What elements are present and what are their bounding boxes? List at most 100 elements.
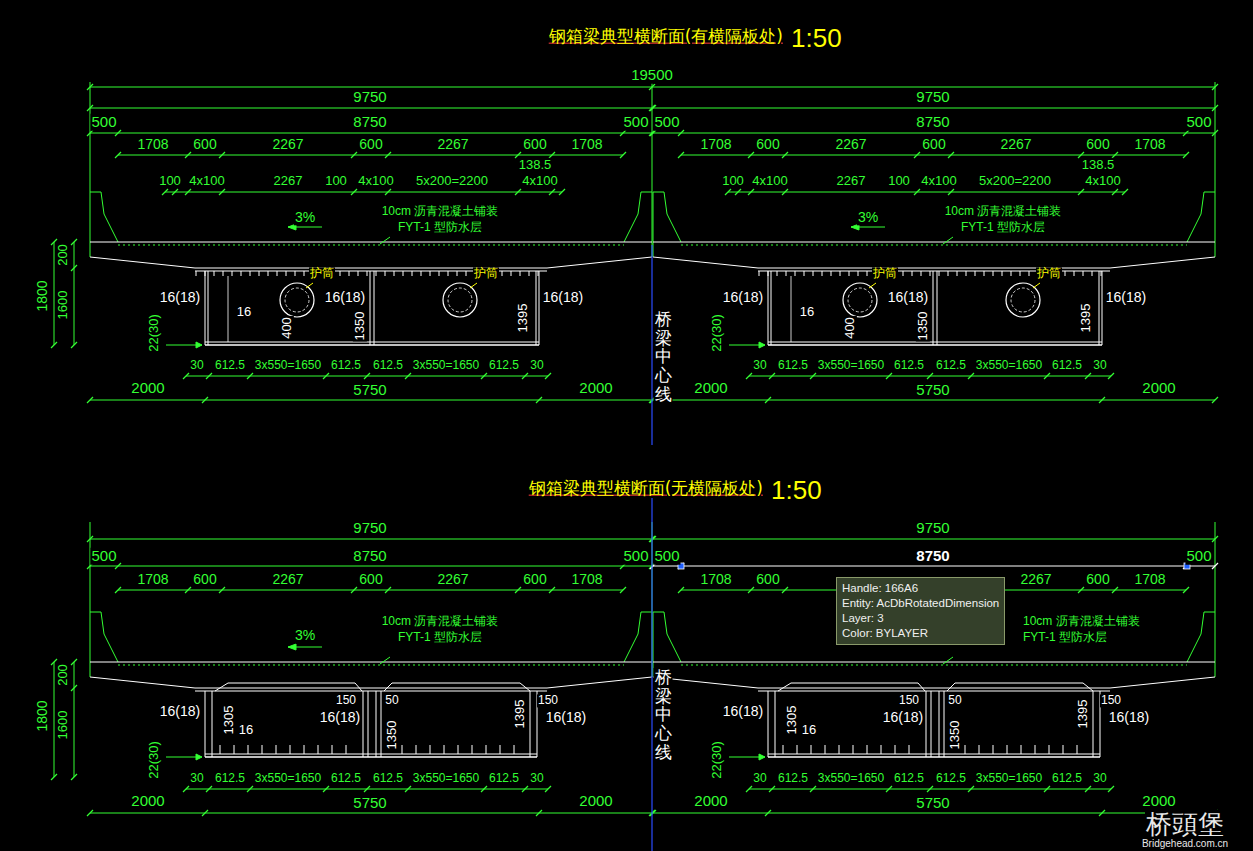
dimension-line <box>653 539 1215 540</box>
u-rib <box>1074 271 1075 276</box>
dimension-text: 22(30) <box>710 740 724 780</box>
u-rib <box>466 271 467 276</box>
dimension-text: 3x550=1650 <box>412 772 480 785</box>
u-rib <box>349 271 350 276</box>
dimension-tick <box>650 810 656 816</box>
dimension-tick <box>782 587 788 593</box>
dimension-tick <box>162 189 168 195</box>
dimension-text: 22(30) <box>147 313 161 353</box>
u-rib <box>1092 271 1093 276</box>
u-rib <box>196 271 197 276</box>
dimension-text: 150 <box>1100 694 1122 707</box>
dimension-tick <box>559 189 565 195</box>
dimension-tick <box>536 810 542 816</box>
dimension-text: 1350 <box>353 311 367 342</box>
dimension-tick <box>481 373 487 379</box>
u-rib <box>795 271 796 276</box>
dimension-tick <box>481 786 487 792</box>
dimension-tick <box>549 587 555 593</box>
leader-line <box>380 657 390 664</box>
stiffener <box>791 276 792 342</box>
pavement-layer <box>118 665 624 666</box>
parapet <box>90 192 118 257</box>
dimension-text: 3% <box>294 210 316 225</box>
dimension-tick <box>769 373 775 379</box>
leader-arrowhead <box>196 754 202 760</box>
dimension-text: 2267 <box>273 174 304 188</box>
dimension-text: 612.5 <box>1051 772 1083 785</box>
dimension-text: 4x100 <box>1084 174 1121 188</box>
scale-text: 1:50 <box>770 476 823 505</box>
dimension-text: 1600 <box>56 290 70 321</box>
dimension-tick <box>1099 397 1105 403</box>
dimension-tick <box>247 786 253 792</box>
dimension-text: 500 <box>90 548 117 565</box>
web-plate <box>370 271 371 345</box>
dimension-tick <box>219 152 225 158</box>
dimension-tick <box>1112 189 1118 195</box>
dimension-text: 612.5 <box>893 359 925 372</box>
dimension-text: 9750 <box>352 520 387 537</box>
u-rib <box>786 271 787 276</box>
dimension-tick <box>71 265 77 271</box>
web-plate <box>931 691 932 757</box>
stiffener <box>228 276 229 342</box>
dimension-text: 2000 <box>693 793 728 810</box>
dimension-text: 138.5 <box>1081 158 1116 172</box>
dimension-text: 1305 <box>785 705 799 736</box>
dimension-tick <box>914 152 920 158</box>
u-rib <box>984 271 985 276</box>
dimension-text: 138.5 <box>518 158 553 172</box>
drawing-title: 钢箱梁典型横断面(无横隔板处) <box>528 479 764 498</box>
u-rib <box>223 271 224 276</box>
dimension-text: 100 <box>324 174 348 188</box>
dimension-text: 5x200=2200 <box>415 174 489 188</box>
top-plate <box>195 691 547 692</box>
dimension-text: 3x550=1650 <box>254 359 322 372</box>
u-rib <box>430 271 431 276</box>
dimension-tick <box>536 397 542 403</box>
dimension-text: 50 <box>384 694 399 707</box>
bottom-stiffener <box>1063 745 1064 754</box>
dimension-text: 612.5 <box>777 772 809 785</box>
dimension-text: 16 <box>801 723 817 737</box>
leader-line <box>470 283 477 288</box>
bottom-flange <box>205 756 537 757</box>
bottom-stiffener <box>909 745 910 754</box>
dimension-tick <box>549 189 555 195</box>
bottom-stiffener <box>1007 745 1008 754</box>
bottom-stiffener <box>416 745 417 754</box>
web-plate <box>376 691 377 757</box>
dimension-text: 19500 <box>630 67 674 84</box>
dimension-text: 1708 <box>1133 572 1166 587</box>
dimension-text: 4x100 <box>751 174 788 188</box>
dimension-text: 600 <box>358 572 383 587</box>
dimension-tick <box>948 152 954 158</box>
dimension-text: 2000 <box>1141 793 1176 810</box>
top-plate <box>758 691 1110 692</box>
dimension-text: 400 <box>280 316 294 340</box>
dimension-text: 5750 <box>352 795 387 812</box>
dimension-text: 2000 <box>130 793 165 810</box>
extension-line <box>90 82 91 192</box>
dimension-text: 612.5 <box>372 359 404 372</box>
u-rib <box>457 271 458 276</box>
leader-line <box>869 283 876 288</box>
dimension-tick <box>1212 130 1218 136</box>
bottom-stiffener <box>472 745 473 754</box>
dimension-line <box>54 242 55 345</box>
dimension-tick <box>185 152 191 158</box>
dimension-tick <box>71 342 77 348</box>
bottom-stiffener <box>965 745 966 754</box>
dimension-text: 8750 <box>352 548 387 565</box>
dimension-tick <box>351 587 357 593</box>
dimension-text: 612.5 <box>935 359 967 372</box>
dimension-line <box>653 133 1215 134</box>
dimension-text: 1350 <box>385 720 399 751</box>
dimension-text: 16(18) <box>545 710 587 725</box>
deck-edge <box>90 242 118 243</box>
leader-arrowhead <box>759 342 765 348</box>
centerline-label: 桥梁中心线 <box>654 668 673 761</box>
dimension-tick <box>206 373 212 379</box>
dimension-tick <box>1108 373 1114 379</box>
